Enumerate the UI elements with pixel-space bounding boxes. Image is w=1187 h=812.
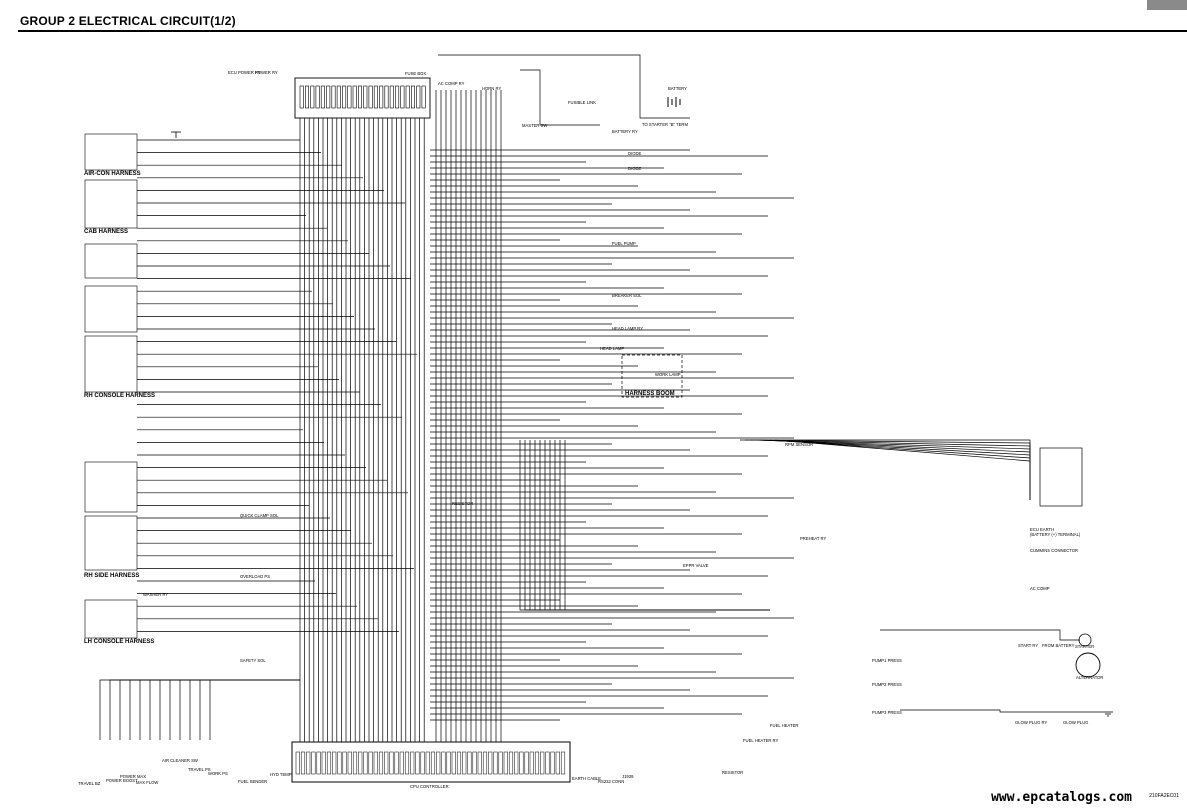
component-label-cummins-connector: CUMMINS CONNECTOR	[1030, 548, 1078, 553]
component-label-battery: BATTERY	[668, 86, 687, 91]
component-label-head-lamp: HEAD LAMP	[600, 346, 624, 351]
header-rule	[18, 30, 1187, 32]
harness-label-boom: HARNESS BOOM	[625, 391, 675, 397]
watermark: www.epcatalogs.com	[991, 790, 1132, 805]
component-label-ecu-earth-sub: (BATTERY (+) TERMINAL)	[1030, 532, 1081, 537]
component-label-earth-cable: EARTH CABLE	[572, 776, 601, 781]
component-label-air-cleaner-sw: AIR CLEANER SW	[162, 758, 198, 763]
component-label-glow-plug-ry: GLOW PLUG RY	[1015, 720, 1047, 725]
component-label-work-lamp: WORK LAMP	[655, 372, 681, 377]
component-label-alternator: ALTERNATOR	[1076, 675, 1103, 680]
component-label-fuel-heater: FUEL HEATER	[770, 723, 798, 728]
component-label-horn-ry: HORN RY	[482, 86, 501, 91]
harness-boom-box	[621, 354, 683, 398]
component-label-diode-2: DIODE	[628, 166, 641, 171]
component-label-power-boost: POWER BOOST	[106, 778, 138, 783]
harness-label-cab: CAB HARNESS	[84, 229, 129, 235]
component-label-starter: STARTER	[1075, 644, 1094, 649]
rh-console-table-1	[84, 243, 138, 279]
component-label-max-flow: MAX FLOW	[136, 780, 158, 785]
component-label-ecu-earth: ECU EARTH	[1030, 527, 1054, 532]
component-label-travel-bz: TRAVEL BZ	[78, 781, 101, 786]
component-label-preheat-ry: PREHEAT RY	[800, 536, 827, 541]
component-label-power-max: POWER MAX	[120, 774, 146, 779]
component-label-ac-comp: AC COMP	[1030, 586, 1050, 591]
harness-label-lh-console: LH CONSOLE HARNESS	[84, 639, 155, 645]
component-label-ecu-power-ry: ECU POWER RY	[228, 70, 261, 75]
fuse-row	[299, 85, 426, 109]
component-label-epp-valve: EPPR VALVE	[683, 563, 709, 568]
component-label-head-lamp-ry: HEAD LAMP RY	[612, 326, 643, 331]
component-label-from-battery: FROM BATTERY	[1042, 643, 1075, 648]
battery-symbol	[667, 97, 681, 107]
component-label-safety-sol: SAFETY SOL	[240, 658, 266, 663]
drawing-number: 210FA2EC01	[1149, 793, 1179, 799]
cpu-pin-row	[295, 751, 566, 775]
ecu-connector-table	[1039, 447, 1083, 507]
cab-connector-table	[84, 179, 138, 229]
rh-side-table-2	[84, 515, 138, 571]
alternator-symbol	[1075, 652, 1101, 678]
component-label-overload-ps: OVERLOAD PS	[240, 574, 270, 579]
component-label-resistor-1: RESISTOR	[452, 501, 473, 506]
component-label-diode-1: DIODE	[628, 151, 641, 156]
component-label-fuel-sender: FUEL SENDER	[238, 779, 267, 784]
component-label-rs232-conn: RS232 CONN	[598, 779, 624, 784]
page-title: GROUP 2 ELECTRICAL CIRCUIT(1/2)	[20, 14, 236, 28]
component-label-quick-clamp-sol: QUICK CLAMP SOL	[240, 513, 279, 518]
component-label-to-starter: TO STARTER "B" TERM	[642, 122, 688, 127]
component-label-battery-ry: BATTERY RY	[612, 129, 638, 134]
component-label-fuse-box: FUSE BOX	[405, 71, 426, 76]
harness-label-rh-console: RH CONSOLE HARNESS	[84, 393, 156, 399]
component-label-work-ps: WORK PS	[208, 771, 228, 776]
wire-bundle	[99, 54, 1103, 742]
component-label-start-ry: START RY	[1018, 643, 1038, 648]
component-label-cpu-controller: CPU CONTROLLER	[410, 784, 449, 789]
rh-console-table-3	[84, 335, 138, 393]
component-label-resistor-2: RESISTOR	[722, 770, 743, 775]
harness-label-aircon: AIR-CON HARNESS	[84, 171, 141, 177]
rh-side-table-1	[84, 461, 138, 513]
ground-symbols	[171, 131, 1113, 717]
component-label-fuel-heater-ry: FUEL HEATER RY	[743, 738, 778, 743]
component-label-fusible-link: FUSIBLE LINK	[568, 100, 596, 105]
corner-tab	[1147, 0, 1187, 10]
component-label-rpm-sensor: RPM SENSOR	[785, 442, 813, 447]
rh-console-table-2	[84, 285, 138, 333]
component-label-j1939: J1939	[622, 774, 634, 779]
component-label-ac-comp-ry: AC COMP RY	[438, 81, 465, 86]
component-label-power-ry: POWER RY	[255, 70, 278, 75]
component-label-breaker-sol: BREAKER SOL	[612, 293, 642, 298]
component-label-master-sw: MASTER SW	[522, 123, 547, 128]
component-label-hyd-temp: HYD TEMP	[270, 772, 292, 777]
harness-label-rh-side: RH SIDE HARNESS	[84, 573, 140, 579]
component-label-pump1-press: PUMP1 PRESS	[872, 658, 902, 663]
fuse-box	[294, 77, 431, 119]
component-label-pump3-press: PUMP3 PRESS	[872, 710, 902, 715]
starter-symbol	[1078, 633, 1092, 647]
harness-connector-blocks	[84, 133, 138, 639]
component-label-glow-plug: GLOW PLUG	[1063, 720, 1088, 725]
component-label-travel-ps: TRAVEL PS	[188, 767, 211, 772]
component-label-washer-ry: WASHER RY	[143, 592, 168, 597]
aircon-connector-table	[84, 133, 138, 171]
lh-console-table	[84, 599, 138, 639]
component-label-pump2-press: PUMP2 PRESS	[872, 682, 902, 687]
component-label-fuel-pump: FUEL PUMP	[612, 241, 636, 246]
